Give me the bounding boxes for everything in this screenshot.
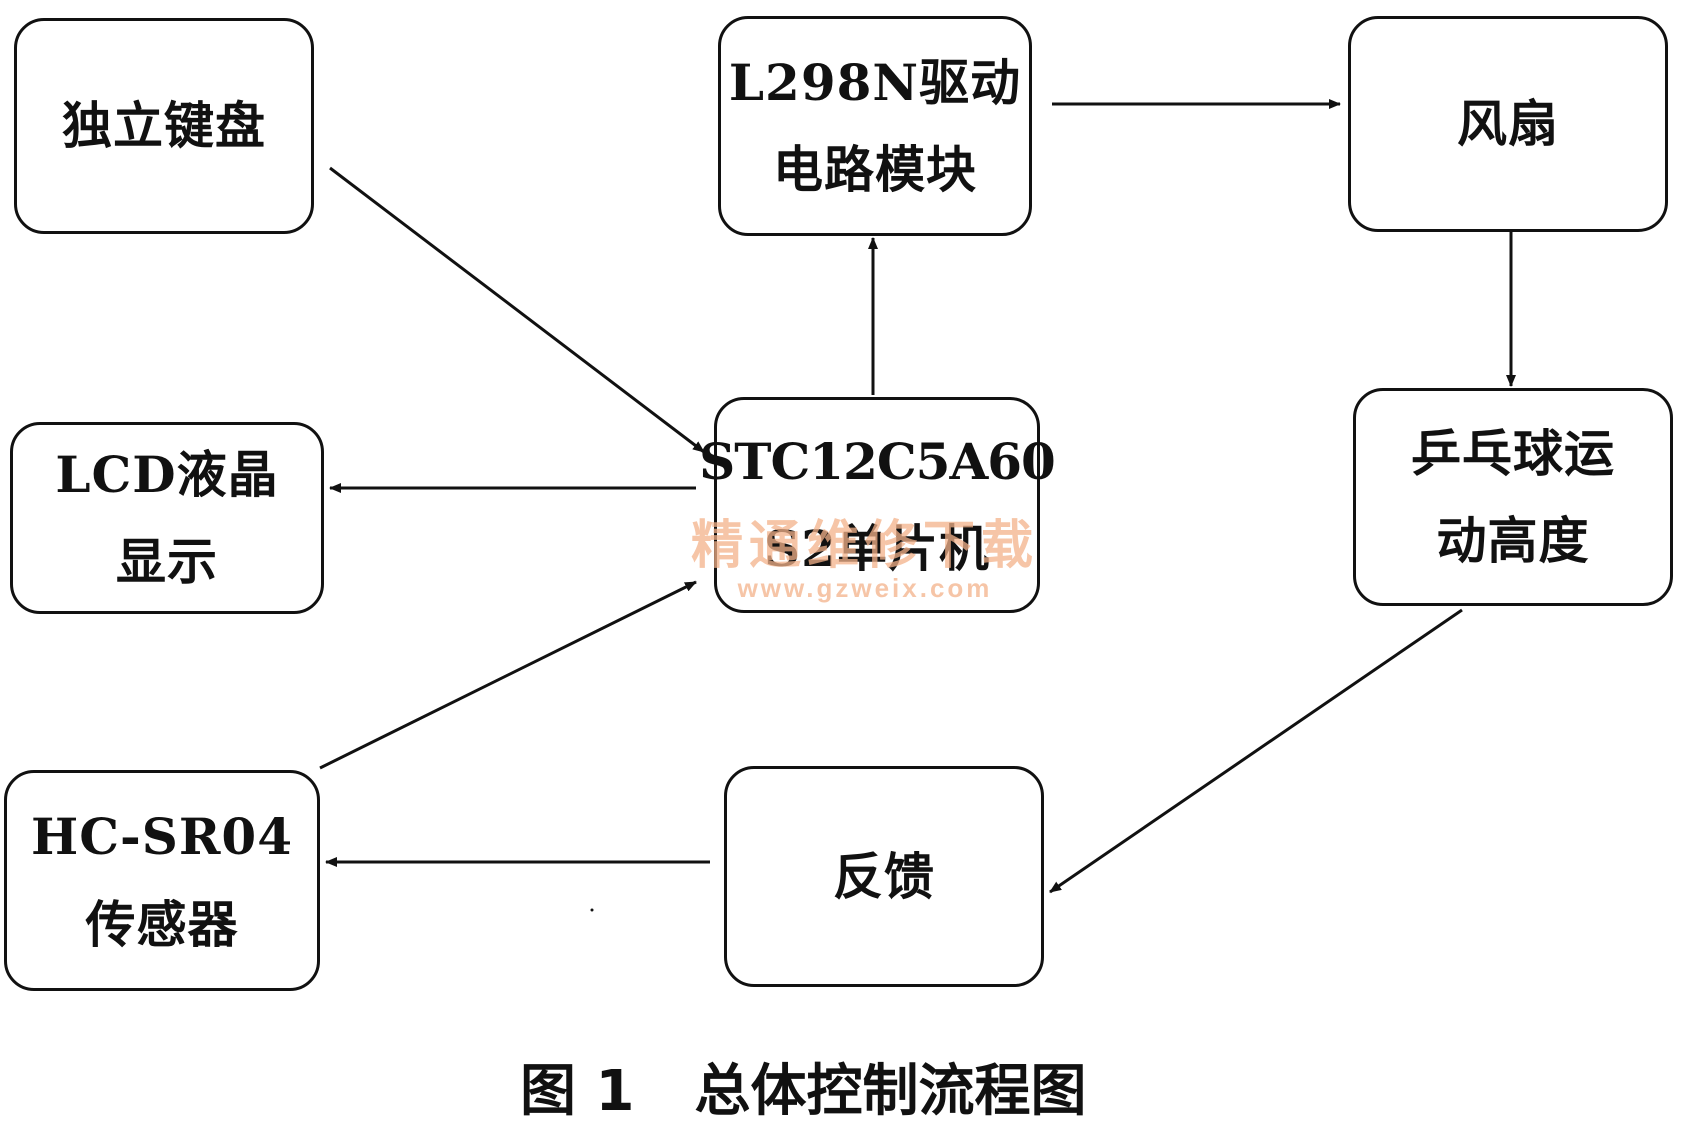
speck bbox=[590, 908, 594, 912]
node-ball-height: 乒乓球运 动高度 bbox=[1353, 388, 1673, 606]
node-label: 乒乓球运 bbox=[1411, 423, 1615, 483]
node-label: 电路模块 bbox=[773, 140, 977, 199]
figure-caption: 图 1 总体控制流程图 bbox=[520, 1046, 1160, 1127]
node-label: 风扇 bbox=[1457, 94, 1559, 154]
node-label: 反馈 bbox=[833, 846, 935, 906]
node-feedback: 反馈 bbox=[724, 766, 1044, 987]
edge-keyboard-to-mcu bbox=[329, 166, 705, 454]
node-label: 显示 bbox=[116, 532, 218, 591]
node-label: 独立键盘 bbox=[62, 96, 266, 156]
node-label: S2单片机 bbox=[764, 519, 990, 578]
node-label: 动高度 bbox=[1436, 511, 1590, 570]
node-label: LCD液晶 bbox=[55, 444, 279, 504]
node-label: 传感器 bbox=[85, 894, 239, 954]
node-l298n-driver: L298N驱动 电路模块 bbox=[718, 16, 1032, 236]
figure-number: 图 1 bbox=[520, 1059, 635, 1124]
figure-title: 总体控制流程图 bbox=[694, 1059, 1087, 1124]
node-label: STC12C5A60 bbox=[699, 431, 1056, 491]
edge-sensor-to-mcu bbox=[319, 580, 697, 770]
node-hc-sr04-sensor: HC-SR04 传感器 bbox=[4, 770, 320, 991]
node-lcd-display: LCD液晶 显示 bbox=[10, 422, 324, 614]
node-fan: 风扇 bbox=[1348, 16, 1668, 232]
node-independent-keyboard: 独立键盘 bbox=[14, 18, 314, 234]
edge-height-to-feedback bbox=[1049, 608, 1463, 894]
node-label: L298N驱动 bbox=[728, 52, 1022, 112]
node-microcontroller: STC12C5A60 S2单片机 bbox=[699, 397, 1056, 613]
node-label: HC-SR04 bbox=[30, 807, 294, 866]
